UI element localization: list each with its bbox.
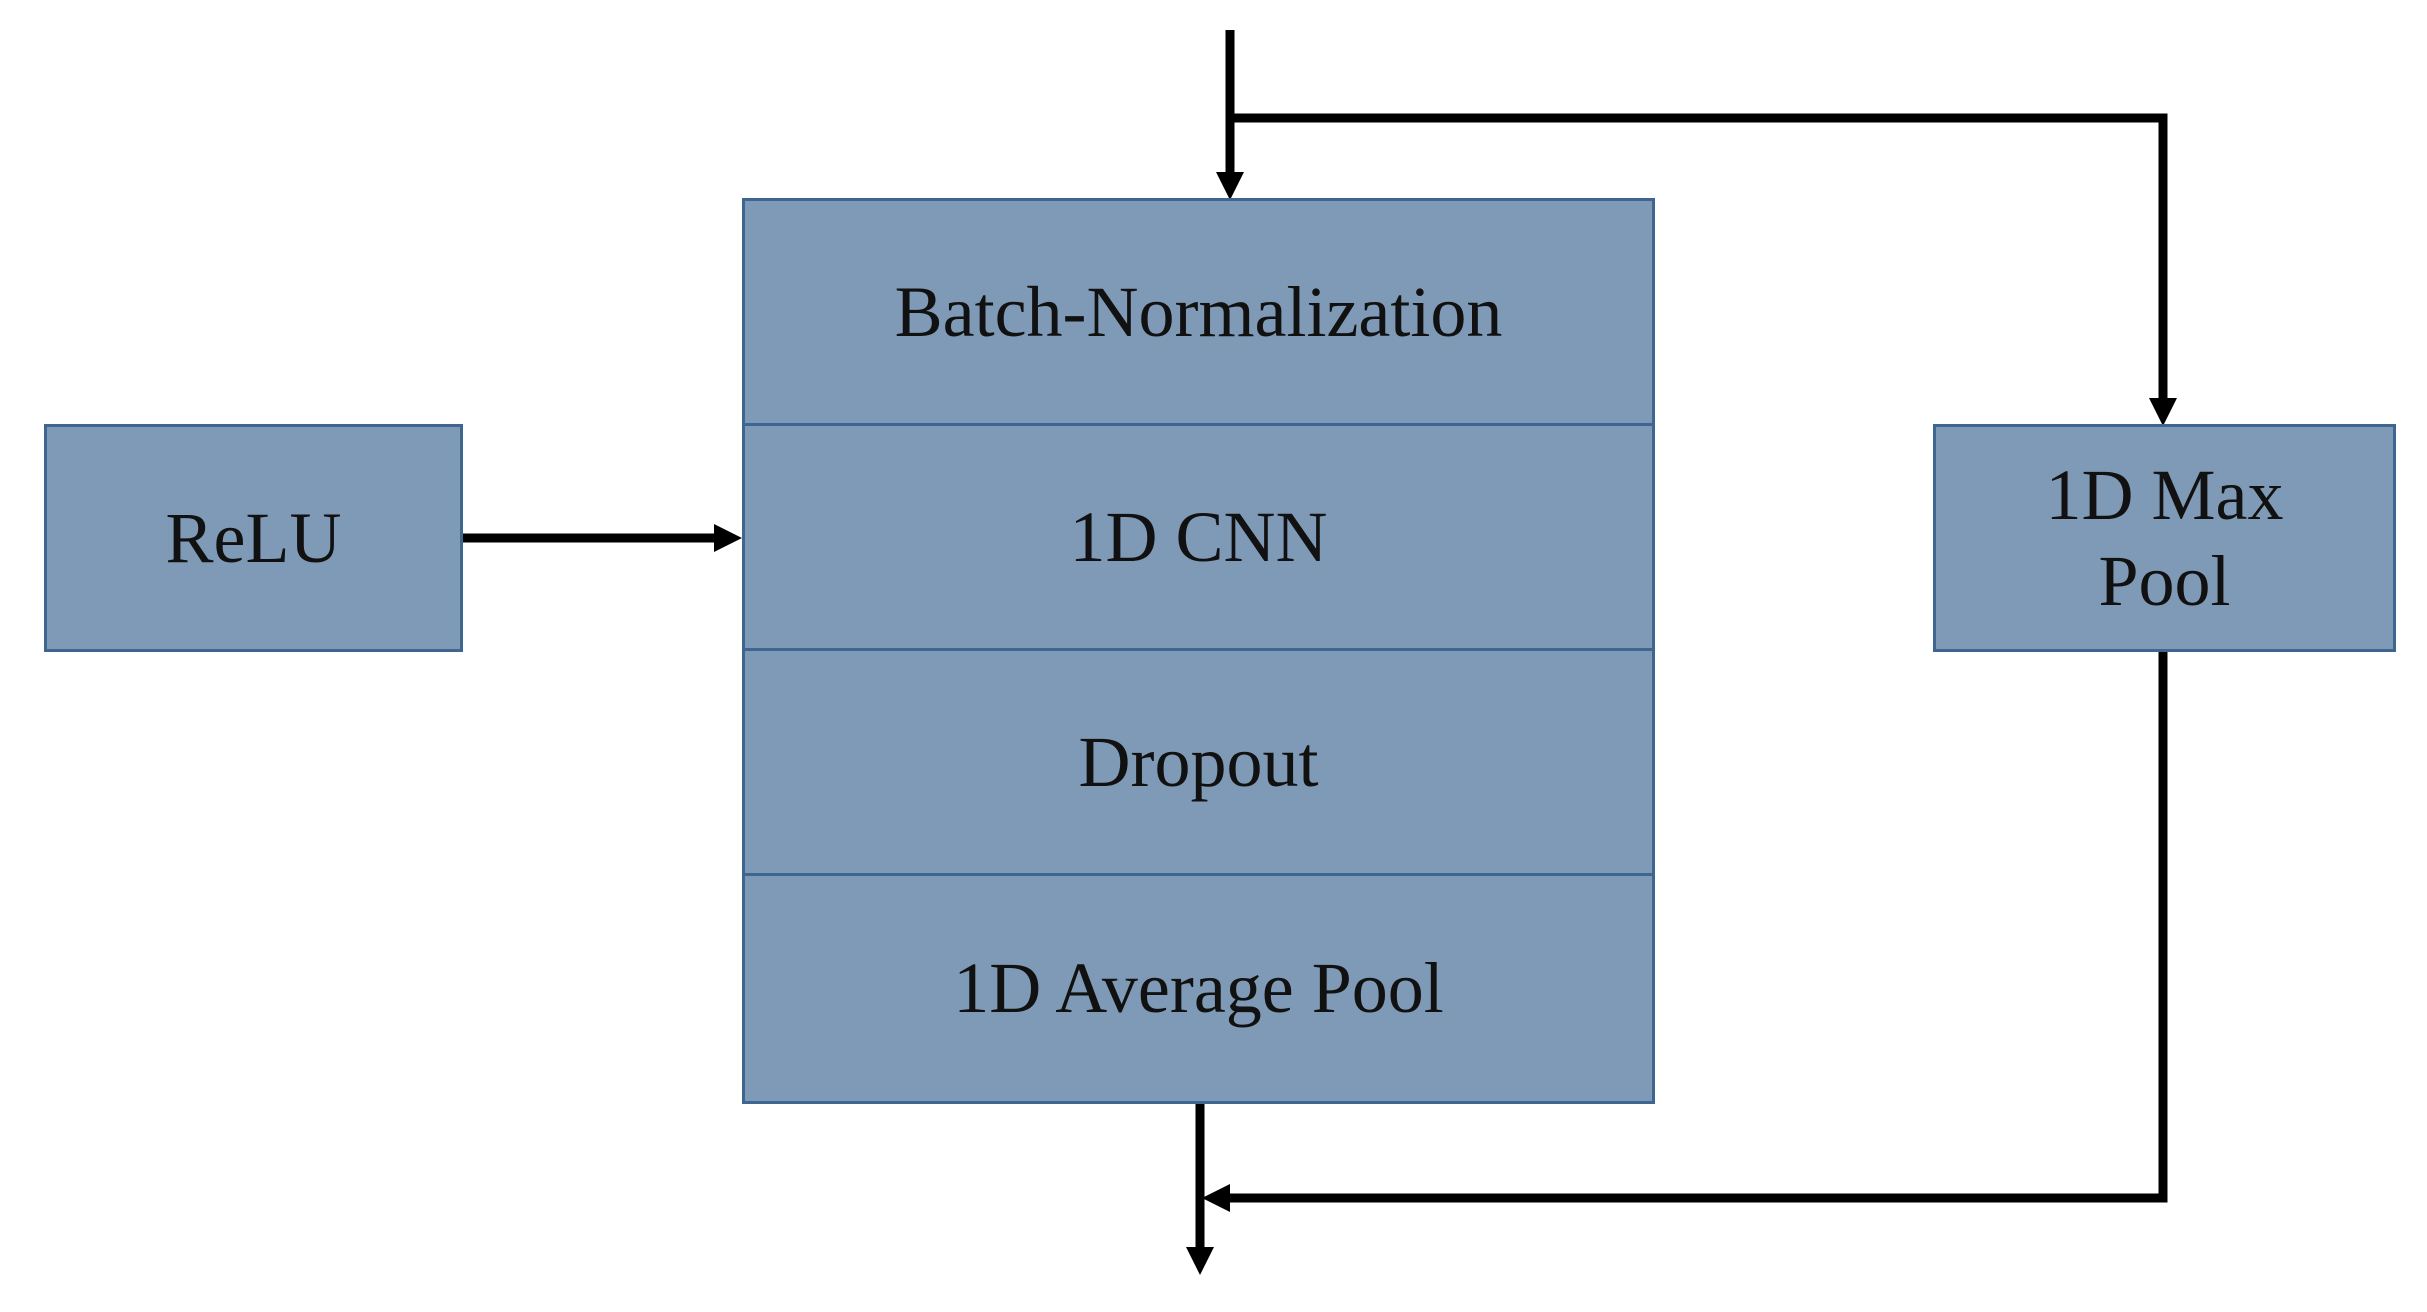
skip-branch-line	[1230, 113, 2168, 410]
max-pool-label-line2: Pool	[2098, 541, 2231, 621]
relu-block: ReLU	[44, 424, 463, 652]
max-pool-arrowhead	[2149, 398, 2177, 426]
layer-1d-cnn: 1D CNN	[745, 426, 1652, 651]
merge-arrowhead	[1202, 1184, 1230, 1212]
max-pool-block: 1D Max Pool	[1933, 424, 2396, 652]
layer-1d-average-pool: 1D Average Pool	[953, 948, 1444, 1028]
relu-label: ReLU	[165, 497, 342, 578]
skip-merge-line	[1212, 652, 2168, 1203]
layer-dropout: Dropout	[745, 651, 1652, 876]
relu-arrowhead	[714, 524, 742, 552]
layer-stack: Batch-Normalization 1D CNN Dropout 1D Av…	[742, 198, 1655, 1104]
input-arrowhead	[1216, 172, 1244, 200]
output-arrowhead	[1186, 1247, 1214, 1275]
layer-batch-normalization: Batch-Normalization	[745, 201, 1652, 426]
max-pool-label-line1: 1D Max	[2045, 454, 2284, 535]
